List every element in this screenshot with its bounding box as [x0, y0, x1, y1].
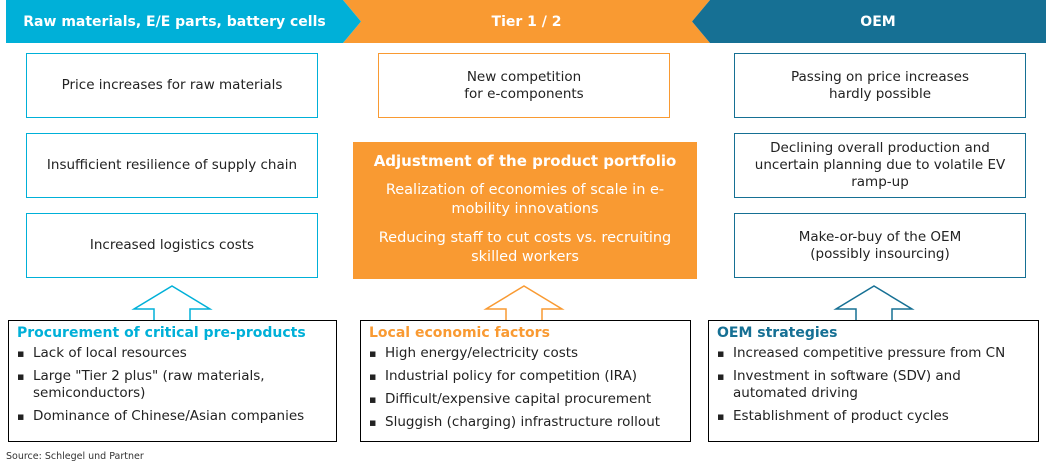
product-portfolio-title: Adjustment of the product portfolio — [373, 152, 677, 170]
product-portfolio-box: Adjustment of the product portfolio Real… — [353, 142, 697, 279]
list-item: Industrial policy for competition (IRA) — [369, 368, 682, 385]
left-box-1: Price increases for raw materials — [26, 53, 318, 118]
oem-strategies-title: OEM strategies — [717, 325, 838, 341]
local-factors-title: Local economic factors — [369, 325, 550, 341]
list-item: Investment in software (SDV) and automat… — [717, 368, 1030, 402]
right-box-2: Declining overall production and uncerta… — [734, 133, 1026, 198]
list-item: Increased competitive pressure from CN — [717, 345, 1030, 362]
arrow-up-icon — [833, 285, 915, 322]
right-box-1: Passing on price increases hardly possib… — [734, 53, 1026, 118]
header-tier: Tier 1 / 2 — [491, 13, 562, 30]
portfolio-item-1: Realization of economies of scale in e-m… — [385, 182, 665, 217]
oem-strategies-box: OEM strategies Increased competitive pre… — [708, 320, 1039, 442]
list-item: Lack of local resources — [17, 345, 328, 362]
left-box-2: Insufficient resilience of supply chain — [26, 133, 318, 198]
portfolio-item-2: Reducing staff to cut costs vs. recruiti… — [378, 230, 672, 265]
list-item: High energy/electricity costs — [369, 345, 682, 362]
middle-top-box: New competition for e-components — [378, 53, 670, 118]
list-item: Sluggish (charging) infrastructure rollo… — [369, 414, 682, 431]
procurement-title: Procurement of critical pre-products — [17, 325, 306, 341]
source-note: Source: Schlegel und Partner — [6, 451, 144, 462]
list-item: Difficult/expensive capital procurement — [369, 391, 682, 408]
header-tier-shape — [343, 0, 710, 43]
header-oem-shape — [692, 0, 1046, 43]
list-item: Dominance of Chinese/Asian companies — [17, 408, 328, 425]
right-box-3: Make-or-buy of the OEM (possibly insourc… — [734, 213, 1026, 278]
list-item: Large "Tier 2 plus" (raw materials, semi… — [17, 368, 328, 402]
arrow-up-icon — [131, 285, 213, 322]
procurement-box: Procurement of critical pre-products Lac… — [8, 320, 337, 442]
local-factors-box: Local economic factors High energy/elect… — [360, 320, 691, 442]
arrow-up-icon — [483, 285, 565, 322]
header-band — [6, 0, 1046, 43]
list-item: Establishment of product cycles — [717, 408, 1030, 425]
header-raw-shape — [6, 0, 361, 43]
left-box-3: Increased logistics costs — [26, 213, 318, 278]
header-oem: OEM — [860, 13, 896, 30]
header-raw-materials: Raw materials, E/E parts, battery cells — [23, 13, 326, 30]
